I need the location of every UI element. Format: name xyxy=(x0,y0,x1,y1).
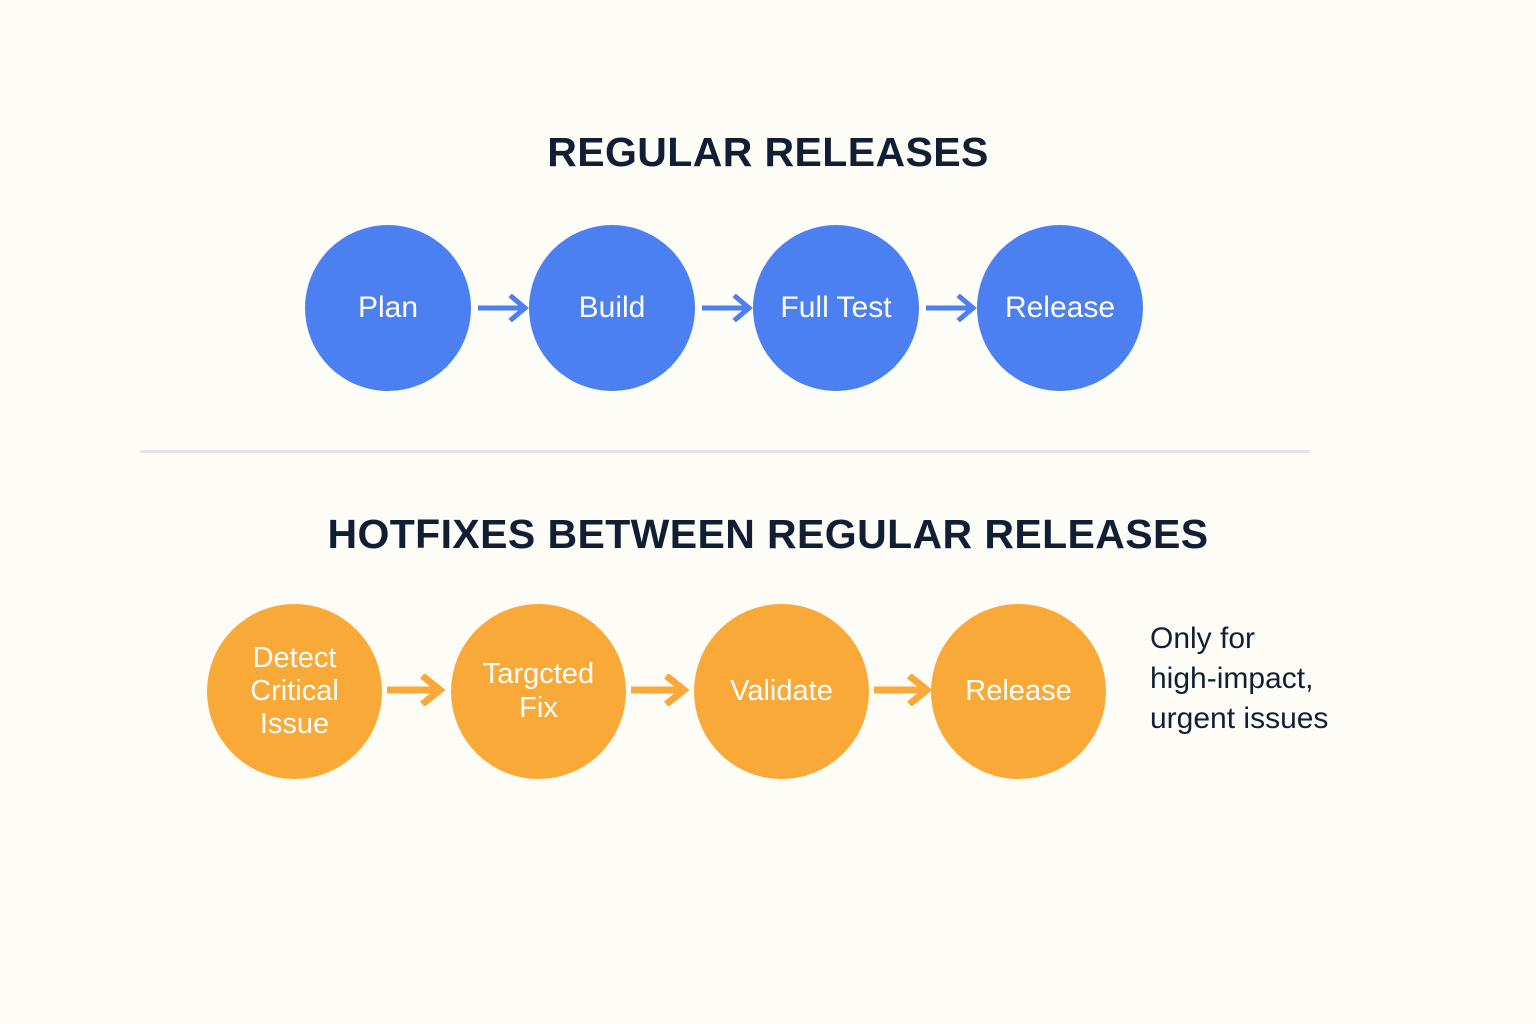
section-divider xyxy=(140,450,1310,453)
section-title-regular-releases: REGULAR RELEASES xyxy=(547,129,989,175)
section-title-hotfixes: HOTFIXES BETWEEN REGULAR RELEASES xyxy=(327,511,1209,557)
hotfix-side-note: Only for high-impact, urgent issues xyxy=(1150,622,1329,736)
flow-hotfixes: Detect Critical Issue Targcted Fix Valid… xyxy=(0,591,1536,791)
flow-node-full-test[interactable]: Full Test xyxy=(753,225,919,391)
flow-node-label: Release xyxy=(965,674,1072,707)
flow-node-release[interactable]: Release xyxy=(977,225,1143,391)
arrow-right-icon xyxy=(874,674,933,706)
flow-node-plan[interactable]: Plan xyxy=(305,225,471,391)
flow-regular-releases: Plan Build Full Test Release xyxy=(0,208,1536,408)
flow-node-validate[interactable]: Validate xyxy=(694,604,869,779)
arrow-right-icon xyxy=(926,294,977,322)
flow-node-label: Full Test xyxy=(780,290,892,324)
flow-node-label: Build xyxy=(578,290,646,324)
arrow-right-icon xyxy=(631,674,690,706)
flow-node-label: Targcted Fix xyxy=(482,658,595,724)
flow-node-label: Plan xyxy=(357,290,419,324)
flow-node-build[interactable]: Build xyxy=(529,225,695,391)
flow-node-release[interactable]: Release xyxy=(931,604,1106,779)
arrow-right-icon xyxy=(702,294,753,322)
flow-node-label: Validate xyxy=(730,674,833,707)
flow-node-targcted-fix[interactable]: Targcted Fix xyxy=(451,604,626,779)
flow-node-label: Detect Critical Issue xyxy=(250,641,339,741)
flow-node-label: Release xyxy=(1004,290,1116,324)
arrow-right-icon xyxy=(387,674,446,706)
flow-node-detect-critical-issue[interactable]: Detect Critical Issue xyxy=(207,604,382,779)
arrow-right-icon xyxy=(478,294,529,322)
